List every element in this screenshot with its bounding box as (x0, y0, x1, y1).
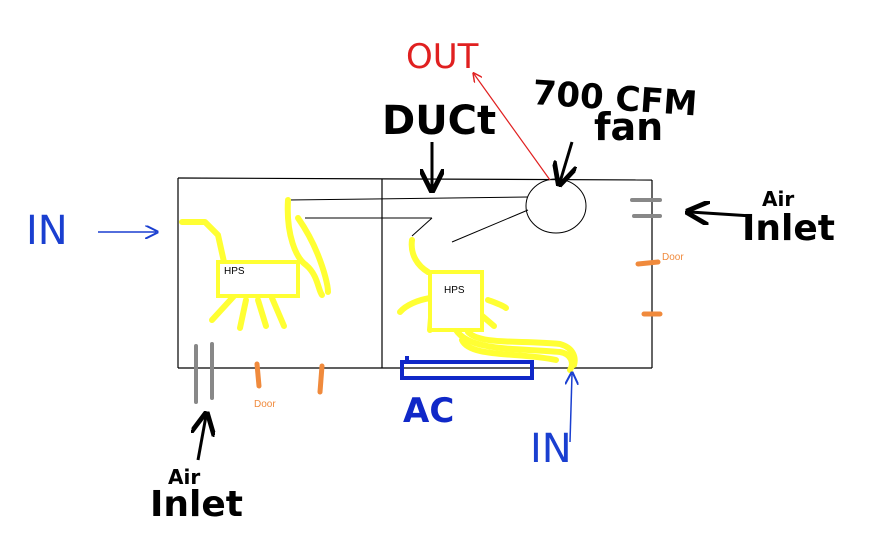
air-inlet-left-label-1: Air (168, 465, 200, 489)
door-right (635, 259, 663, 317)
duct (287, 196, 529, 243)
air-inlet-right-label-1: Air (762, 187, 794, 211)
door-right-label: Door (662, 252, 684, 263)
in-left-label: IN (26, 208, 68, 254)
air-inlet-right-label-2: Inlet (742, 208, 835, 249)
room-top-wall (177, 177, 653, 181)
door-left (254, 361, 325, 395)
exhaust-out-arrow (474, 74, 551, 181)
hps-light-right: HPS (397, 237, 578, 373)
door-left-label: Door (254, 399, 276, 410)
air-inlet-left-vent (194, 342, 214, 404)
hps-label-left: HPS (224, 266, 245, 277)
air-inlet-right-arrow (690, 212, 753, 216)
in-bottom-label: IN (530, 426, 572, 472)
air-inlet-right-vent (630, 198, 662, 218)
ac-label: AC (403, 391, 454, 431)
intake-bottom-arrow (570, 374, 572, 443)
fan-pointer-arrow (560, 141, 572, 182)
hps-box-left (216, 260, 300, 298)
fan-label-line2: fan (594, 105, 663, 149)
out-label: OUT (406, 37, 479, 77)
hps-light-left: HPS (179, 197, 331, 331)
air-inlet-left-arrow (198, 416, 206, 461)
air-inlet-left-label-2: Inlet (150, 484, 243, 525)
duct-label: DUCt (382, 98, 496, 144)
hps-label-right: HPS (444, 285, 465, 296)
ac-unit: AC (400, 356, 534, 431)
hps-box-right (428, 270, 484, 332)
fan-icon (525, 178, 587, 234)
ac-unit-box (400, 360, 534, 380)
